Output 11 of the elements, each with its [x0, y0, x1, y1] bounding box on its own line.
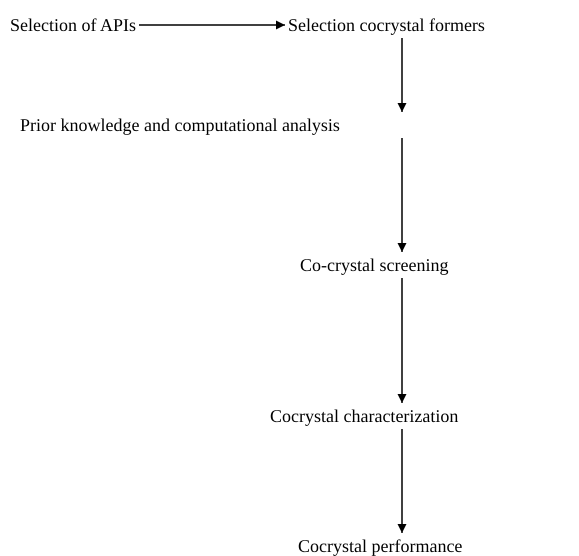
arrow	[139, 20, 285, 30]
step-text: Cocrystal characterization	[270, 406, 458, 426]
step-text: Prior knowledge and computational analysis	[20, 115, 340, 135]
arrow	[398, 38, 406, 112]
step-text: Selection of APIs	[10, 15, 136, 35]
step-text: Selection cocrystal formers	[288, 15, 485, 35]
arrow	[398, 429, 406, 533]
arrow	[398, 278, 406, 403]
arrow	[398, 138, 406, 252]
step-text: Co-crystal screening	[300, 255, 448, 275]
step-text: Cocrystal performance	[298, 536, 462, 556]
